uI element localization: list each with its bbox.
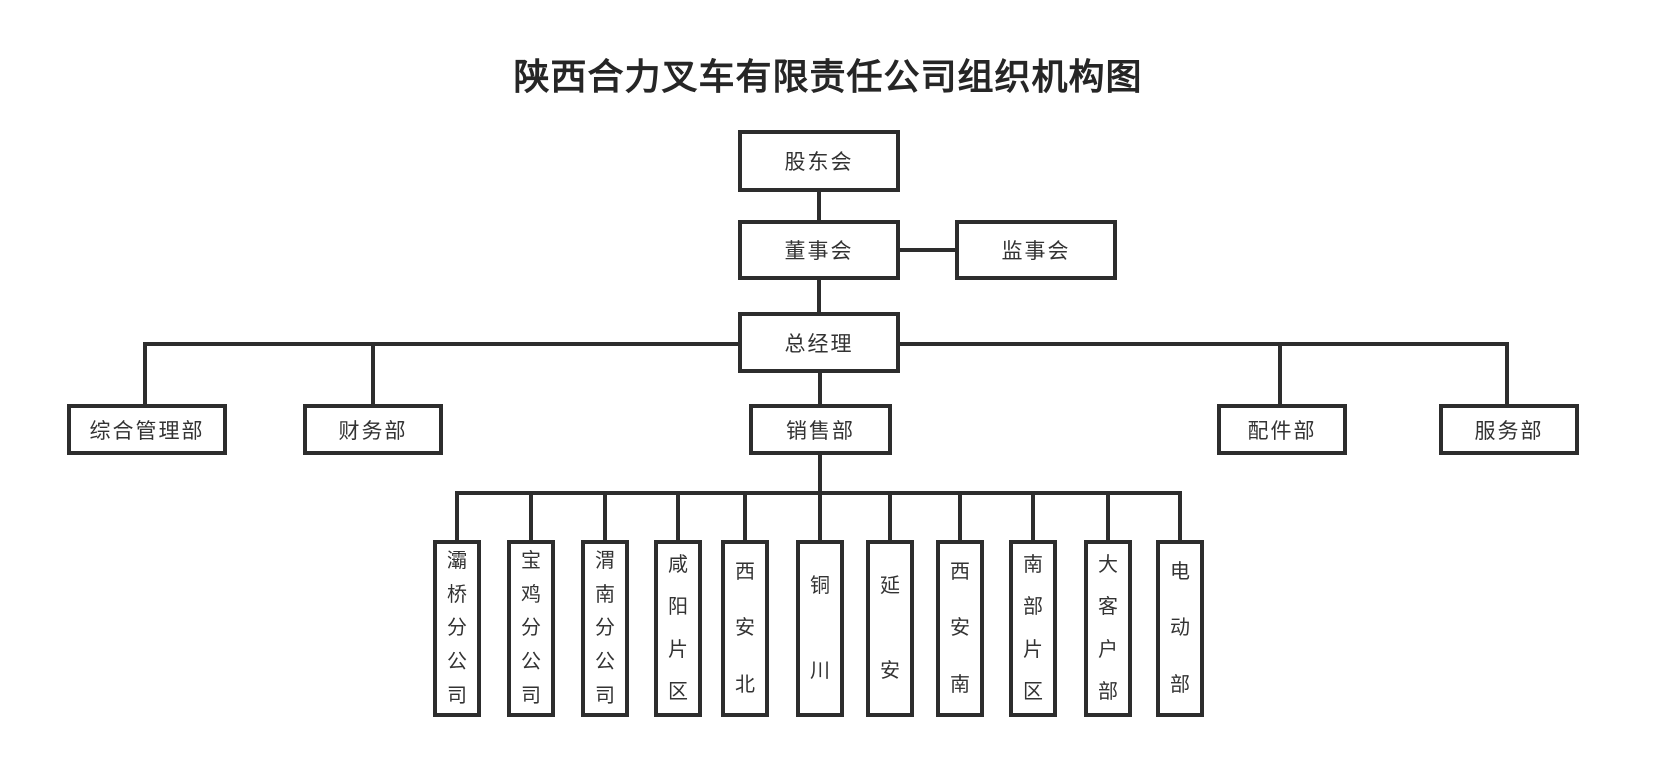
sales-unit-south-area: 南部片区	[1009, 540, 1057, 717]
drop-baoji	[529, 493, 533, 540]
org-node-admin-dept: 综合管理部	[67, 404, 227, 455]
drop-south-area	[1031, 493, 1035, 540]
org-node-shareholders: 股东会	[738, 130, 900, 192]
sales-unit-xianyang-area: 咸阳片区	[654, 540, 702, 717]
drop-service-dept	[1505, 342, 1509, 404]
drop-xian-north	[743, 493, 747, 540]
drop-admin-dept	[143, 342, 147, 404]
drop-key-accounts	[1106, 493, 1110, 540]
drop-electric-dept	[1178, 493, 1182, 540]
sales-unit-baqiao-branch: 灞桥分公司	[433, 540, 481, 717]
org-node-board: 董事会	[738, 220, 900, 280]
connector-board-supervisory	[900, 248, 955, 252]
org-node-parts-dept: 配件部	[1217, 404, 1347, 455]
connector-board-gm	[817, 280, 821, 312]
drop-xianyang	[676, 493, 680, 540]
chart-title: 陕西合力叉车有限责任公司组织机构图	[513, 56, 1143, 97]
connector-gm-sales	[818, 373, 822, 404]
sales-unit-xian-north: 西安北	[721, 540, 769, 717]
connector-shareholders-board	[817, 192, 821, 220]
sales-unit-electric-dept: 电动部	[1156, 540, 1204, 717]
org-node-finance-dept: 财务部	[303, 404, 443, 455]
sales-unit-yanan: 延安	[866, 540, 914, 717]
drop-xian-south	[958, 493, 962, 540]
org-node-supervisory-board: 监事会	[955, 220, 1117, 280]
drop-tongchuan	[818, 493, 822, 540]
sales-unit-weinan-branch: 渭南分公司	[581, 540, 629, 717]
org-node-sales-dept: 销售部	[749, 404, 892, 455]
sales-unit-key-accounts: 大客户部	[1084, 540, 1132, 717]
sales-unit-xian-south: 西安南	[936, 540, 984, 717]
org-node-service-dept: 服务部	[1439, 404, 1579, 455]
drop-parts-dept	[1278, 342, 1282, 404]
drop-weinan	[603, 493, 607, 540]
drop-baqiao	[455, 493, 459, 540]
org-node-general-manager: 总经理	[738, 312, 900, 373]
sales-unit-baoji-branch: 宝鸡分公司	[507, 540, 555, 717]
drop-finance-dept	[371, 342, 375, 404]
drop-yanan	[888, 493, 892, 540]
connector-sales-rail	[818, 455, 822, 493]
sales-unit-tongchuan: 铜川	[796, 540, 844, 717]
